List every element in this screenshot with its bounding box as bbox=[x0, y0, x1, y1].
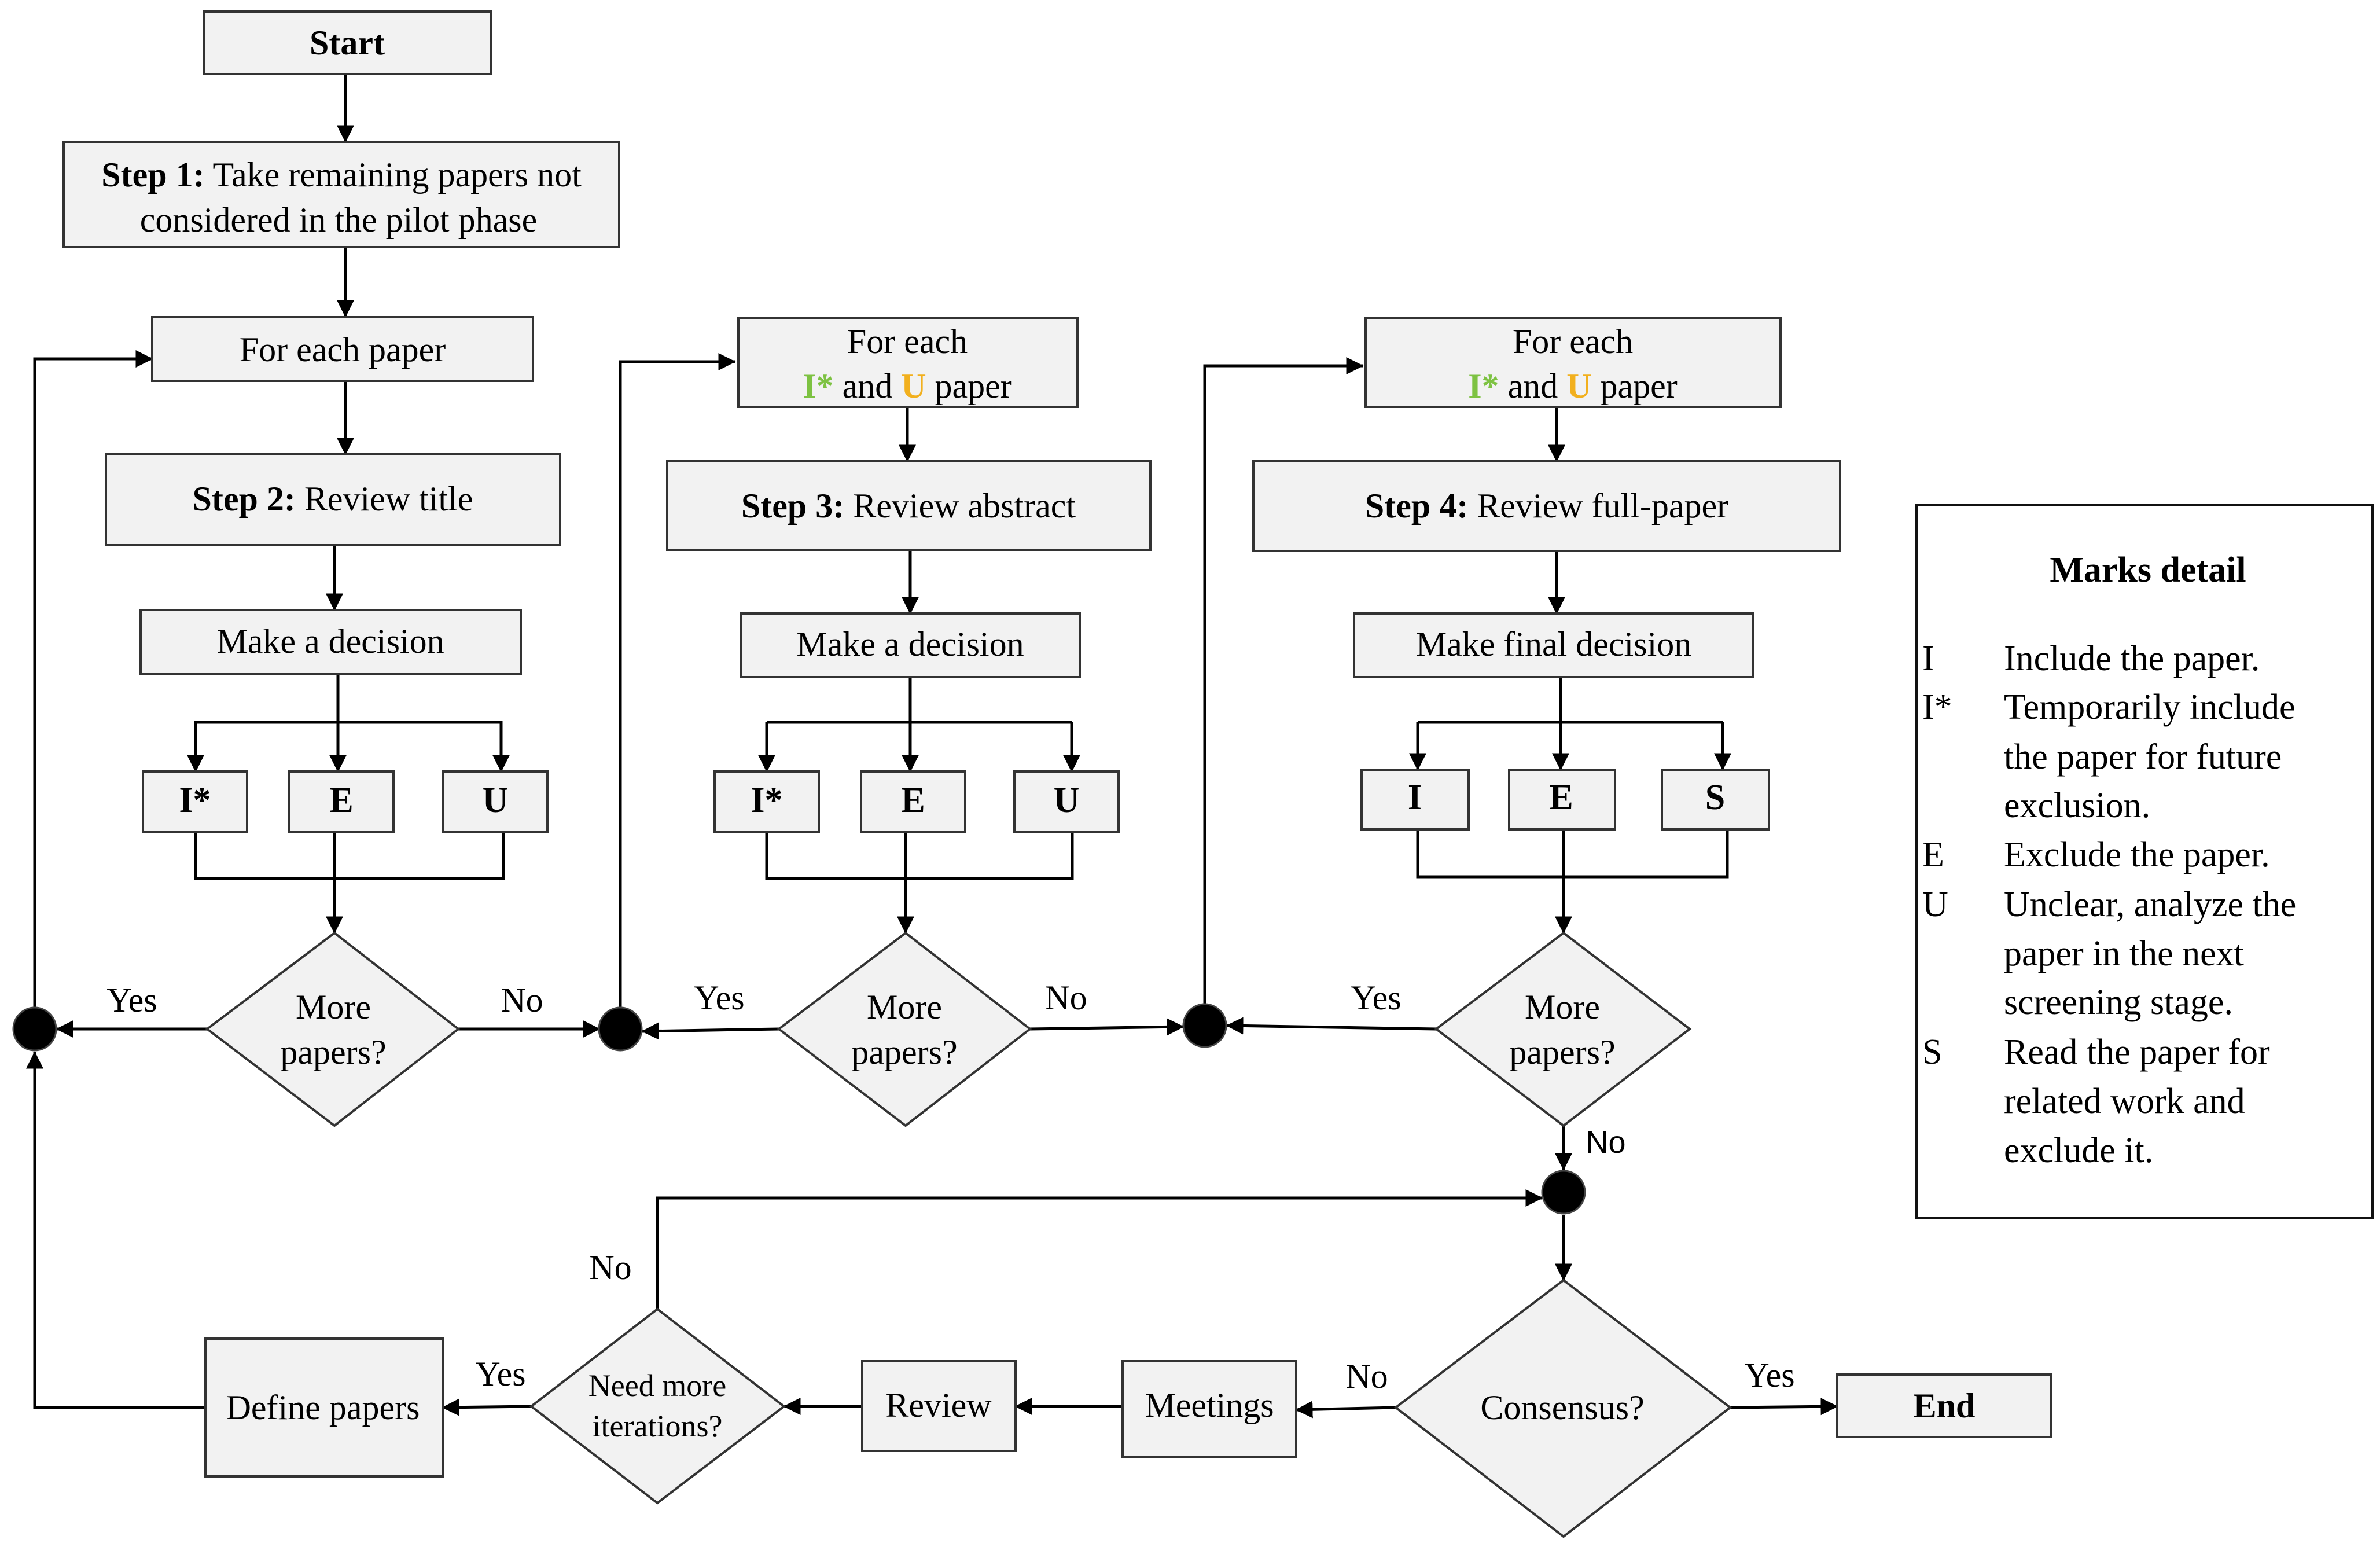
for-each-i-u-node-3: For each I* and U paper bbox=[1364, 317, 1782, 408]
need-more-line2: iterations? bbox=[593, 1409, 723, 1443]
no-label-2: No bbox=[1044, 979, 1087, 1017]
mark-e: E bbox=[901, 781, 925, 820]
more-papers-3-line1: More bbox=[1525, 988, 1600, 1026]
legend-mark-s: S bbox=[1922, 1032, 1942, 1072]
more-papers-1-line2: papers? bbox=[280, 1033, 386, 1071]
step1-line2: considered in the pilot phase bbox=[140, 201, 537, 239]
decision3-node: Make final decision bbox=[1353, 612, 1754, 678]
more-papers-diamond-3: More papers? bbox=[1434, 931, 1692, 1127]
yes-label-consensus: Yes bbox=[1744, 1356, 1794, 1394]
more-papers-1-line1: More bbox=[296, 988, 371, 1026]
legend-text-s-3: exclude it. bbox=[2004, 1131, 2153, 1170]
need-more-line1: Need more bbox=[588, 1368, 726, 1403]
for-each-2-line1: For each bbox=[847, 322, 968, 361]
marks-step2: I* E U bbox=[142, 770, 549, 833]
step1-line1: Step 1: Take remaining papers not bbox=[101, 156, 582, 194]
junction-1 bbox=[12, 1006, 57, 1052]
decision2-label: Make a decision bbox=[796, 625, 1024, 663]
legend-text-i-1: Include the paper. bbox=[2004, 639, 2260, 678]
decision2-node: Make a decision bbox=[740, 612, 1081, 678]
review-node: Review bbox=[861, 1360, 1017, 1452]
legend-title: Marks detail bbox=[2050, 550, 2246, 590]
for-each-3-line1: For each bbox=[1513, 322, 1633, 361]
legend-text-e-1: Exclude the paper. bbox=[2004, 835, 2270, 874]
decision1-node: Make a decision bbox=[139, 609, 522, 675]
define-papers-node: Define papers bbox=[204, 1337, 444, 1478]
yes-label-1: Yes bbox=[106, 981, 157, 1019]
step3-node: Step 3: Review abstract bbox=[666, 460, 1152, 551]
step3-label: Step 3: Review abstract bbox=[741, 487, 1076, 525]
legend-text-istar-3: exclusion. bbox=[2004, 786, 2150, 825]
mark-i-star: I* bbox=[179, 781, 211, 820]
legend-text-s-1: Read the paper for bbox=[2004, 1032, 2270, 1072]
no-label-iterations: No bbox=[589, 1248, 631, 1287]
for-each-i-u-node-2: For each I* and U paper bbox=[737, 317, 1079, 408]
more-papers-diamond-2: More papers? bbox=[777, 931, 1032, 1127]
mark-e: E bbox=[1549, 778, 1573, 817]
legend-mark-i-star: I* bbox=[1922, 688, 1952, 727]
start-node: Start bbox=[203, 10, 492, 75]
mark-u: U bbox=[483, 781, 509, 820]
meetings-label: Meetings bbox=[1145, 1386, 1274, 1424]
define-papers-label: Define papers bbox=[226, 1388, 420, 1427]
legend-text-istar-1: Temporarily include bbox=[2004, 688, 2296, 727]
step4-node: Step 4: Review full-paper bbox=[1252, 460, 1841, 552]
decision1-label: Make a decision bbox=[216, 622, 444, 660]
legend-text-u-3: screening stage. bbox=[2004, 983, 2233, 1022]
marks-step4: I E S bbox=[1360, 769, 1770, 831]
mark-i: I bbox=[1408, 778, 1422, 817]
mark-e: E bbox=[329, 781, 353, 820]
no-label-consensus: No bbox=[1345, 1357, 1388, 1395]
step2-node: Step 2: Review title bbox=[105, 453, 561, 546]
no-label-1: No bbox=[501, 981, 543, 1019]
end-node: End bbox=[1836, 1373, 2052, 1438]
junction-2 bbox=[598, 1006, 643, 1052]
end-label: End bbox=[1914, 1387, 1976, 1425]
decision3-label: Make final decision bbox=[1416, 625, 1692, 663]
for-each-3-line2: I* and U paper bbox=[1468, 367, 1678, 405]
step1-node: Step 1: Take remaining papers not consid… bbox=[62, 141, 620, 248]
yes-label-3: Yes bbox=[1351, 979, 1401, 1017]
legend-text-istar-2: the paper for future bbox=[2004, 737, 2282, 777]
step2-label: Step 2: Review title bbox=[193, 480, 473, 518]
mark-u: U bbox=[1054, 781, 1080, 820]
yes-label-iterations: Yes bbox=[475, 1355, 525, 1393]
consensus-diamond: Consensus? bbox=[1393, 1278, 1732, 1538]
legend-mark-i: I bbox=[1922, 639, 1934, 678]
mark-i-star: I* bbox=[751, 781, 782, 820]
more-papers-3-line2: papers? bbox=[1509, 1033, 1615, 1071]
marks-step3: I* E U bbox=[713, 770, 1120, 833]
junction-4 bbox=[1541, 1170, 1586, 1215]
more-papers-2-line2: papers? bbox=[851, 1033, 957, 1071]
meetings-node: Meetings bbox=[1121, 1360, 1297, 1458]
legend-mark-u: U bbox=[1922, 885, 1948, 924]
legend-text-s-2: related work and bbox=[2004, 1082, 2245, 1121]
for-each-2-line2: I* and U paper bbox=[803, 367, 1012, 405]
start-label: Start bbox=[310, 24, 385, 62]
no-label-3: No bbox=[1586, 1125, 1625, 1160]
step4-label: Step 4: Review full-paper bbox=[1365, 487, 1728, 525]
yes-label-2: Yes bbox=[694, 979, 744, 1017]
for-each-paper-node: For each paper bbox=[151, 316, 534, 382]
more-papers-2-line1: More bbox=[867, 988, 942, 1026]
review-label: Review bbox=[885, 1386, 992, 1424]
for-each-paper-label: For each paper bbox=[240, 330, 446, 369]
junction-3 bbox=[1182, 1003, 1227, 1048]
marks-legend: Marks detail I Include the paper. I* Tem… bbox=[1915, 504, 2374, 1219]
need-more-iterations-diamond: Need more iterations? bbox=[529, 1307, 786, 1505]
connectors bbox=[26, 74, 1838, 1419]
legend-text-u-1: Unclear, analyze the bbox=[2004, 885, 2296, 924]
legend-text-u-2: paper in the next bbox=[2004, 934, 2244, 973]
mark-s: S bbox=[1705, 778, 1725, 817]
legend-mark-e: E bbox=[1922, 835, 1944, 874]
consensus-label: Consensus? bbox=[1480, 1388, 1644, 1427]
more-papers-diamond-1: More papers? bbox=[205, 931, 461, 1127]
